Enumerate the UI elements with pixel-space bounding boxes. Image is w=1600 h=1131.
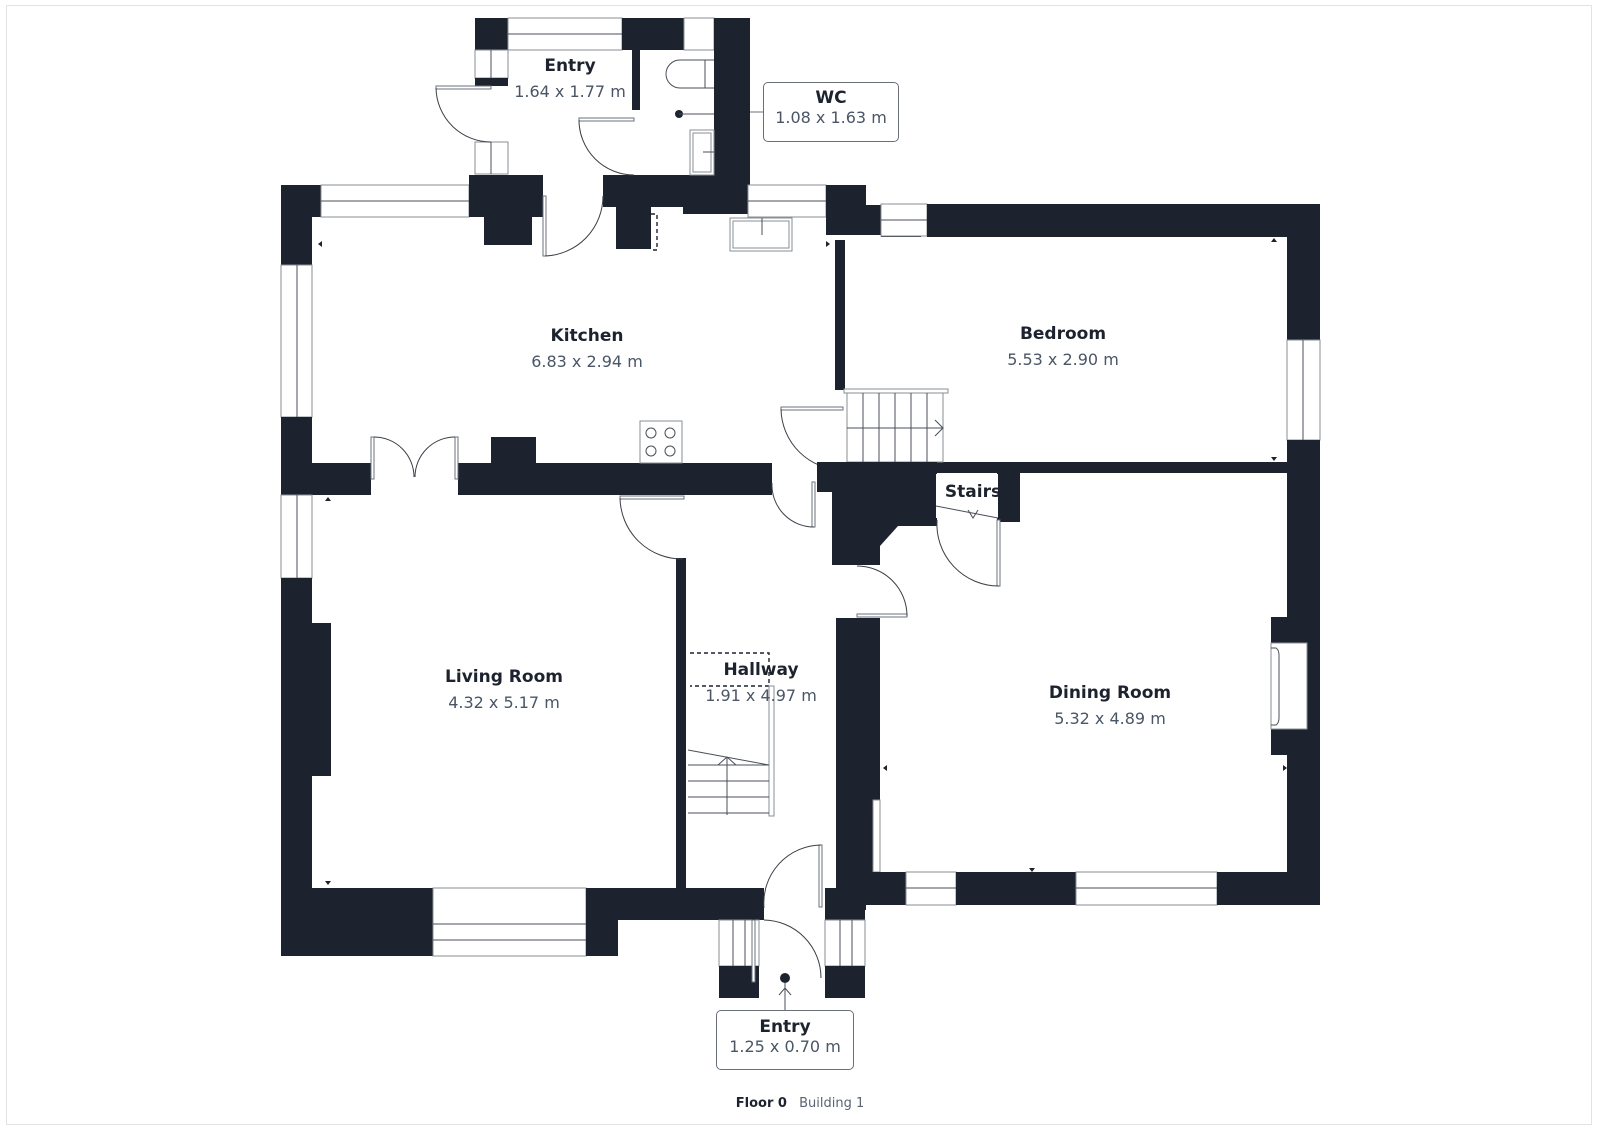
wash-basin-icon: [689, 129, 715, 176]
living-french-doors[interactable]: [370, 436, 459, 480]
entry-marker-icon: [778, 973, 792, 1010]
room-name-wc: WC: [815, 88, 847, 108]
room-name-bedroom: Bedroom: [1019, 324, 1107, 344]
entry-top-door[interactable]: [435, 85, 492, 143]
room-name-entry-bottom: Entry: [759, 1017, 811, 1037]
hall-to-dining-door[interactable]: [856, 565, 908, 618]
label-box-entry-bottom: Entry 1.25 x 0.70 m: [716, 1010, 854, 1070]
hallway-staircase-icon: [687, 652, 775, 817]
room-name-kitchen: Kitchen: [550, 326, 624, 346]
room-dim-kitchen: 6.83 x 2.94 m: [531, 352, 643, 371]
kitchen-sink-icon: [729, 217, 793, 252]
bedroom-walls: [817, 203, 1321, 905]
stairs-cupboard: [935, 474, 999, 519]
fireplace-icon: [1270, 642, 1308, 730]
plan-frame: [6, 5, 1592, 1125]
toilet-icon: [665, 59, 714, 118]
bedroom-staircase-icon: [843, 388, 949, 463]
hall-to-living-door[interactable]: [619, 495, 685, 560]
room-name-stairs: Stairs: [944, 482, 1002, 502]
room-dim-wc: 1.08 x 1.63 m: [775, 108, 887, 127]
room-name-dining-room: Dining Room: [1048, 683, 1172, 703]
room-name-living-room: Living Room: [445, 667, 563, 687]
living-walls: [280, 494, 764, 957]
room-dim-hallway: 1.91 x 4.97 m: [705, 686, 817, 705]
kitchen-walls: [280, 175, 881, 497]
front-door-inner[interactable]: [763, 844, 823, 909]
room-dim-bedroom: 5.53 x 2.90 m: [1007, 350, 1119, 369]
floor-label: Floor 0: [735, 1096, 787, 1111]
kitchen-entry-door[interactable]: [542, 195, 604, 257]
room-name-hallway: Hallway: [723, 660, 799, 680]
room-dim-dining-room: 5.32 x 4.89 m: [1054, 709, 1166, 728]
room-name-entry-top: Entry: [544, 56, 596, 76]
stairs-door[interactable]: [936, 519, 1001, 587]
plan-footer: Floor 0 Building 1: [0, 1096, 1600, 1111]
label-box-wc: WC 1.08 x 1.63 m: [763, 82, 899, 142]
kitchen-door-dashed: [651, 213, 658, 251]
entry-wc-walls: [474, 17, 750, 249]
hob-icon: [639, 420, 683, 464]
hall-to-kitchen-door[interactable]: [771, 481, 816, 528]
room-dim-entry-bottom: 1.25 x 0.70 m: [729, 1037, 841, 1056]
dimension-ticks: [318, 238, 1287, 885]
room-dim-living-room: 4.32 x 5.17 m: [448, 693, 560, 712]
building-label: Building 1: [799, 1096, 865, 1111]
room-dim-entry-top: 1.64 x 1.77 m: [514, 82, 626, 101]
wc-door[interactable]: [578, 117, 635, 176]
front-door-outer[interactable]: [751, 919, 822, 983]
